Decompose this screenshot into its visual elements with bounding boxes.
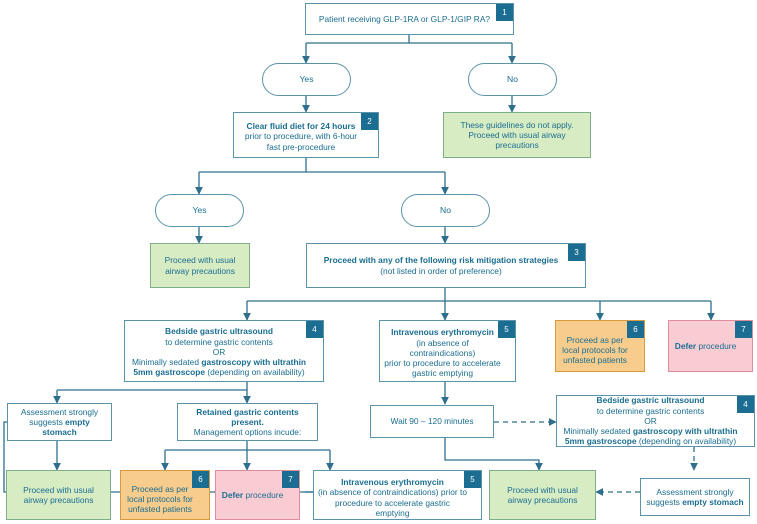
node-5b-badge: 5 — [464, 471, 481, 488]
empty-right-line1: Assessment strongly — [656, 486, 734, 497]
node-usual-airway-precautions-3[interactable]: Proceed with usual airway precautions — [489, 470, 596, 520]
node-risk-mitigation-strategies[interactable]: Proceed with any of the following risk m… — [306, 243, 586, 288]
node-6b-line2: local protocols for — [127, 493, 193, 504]
node-2-line2: prior to procedure, with 6-hour — [244, 131, 358, 142]
wait-label: Wait 90 – 120 minutes — [390, 416, 474, 427]
node-4b-badge: 4 — [737, 396, 754, 413]
node-wait-90-120-minutes[interactable]: Wait 90 – 120 minutes — [370, 405, 494, 438]
node-guidelines-do-not-apply[interactable]: These guidelines do not apply. Proceed w… — [443, 112, 591, 158]
node-5a-line1: Intravenous erythromycin — [391, 327, 494, 338]
node-1-text: Patient receiving GLP-1RA or GLP-1/GIP R… — [318, 13, 491, 24]
node-6b-line3: unfasted patients — [128, 504, 192, 515]
node-5b-line3: procedure to accelerate gastric emptying — [335, 497, 450, 518]
node-assessment-empty-stomach-left[interactable]: Assessment strongly suggests empty stoma… — [7, 403, 112, 441]
node-5a-line2: (in absence of contraindications) — [409, 337, 476, 358]
node-4a-line5: 5mm gastroscope (depending on availabili… — [133, 367, 305, 378]
usual3-line1: Proceed with usual — [507, 484, 578, 495]
node-6a-badge: 6 — [627, 321, 644, 338]
node-4a-line4: Minimally sedated gastroscopy with ultra… — [131, 357, 307, 368]
node-4a-badge: 4 — [306, 321, 323, 338]
node-2-line1: Clear fluid diet for 24 hours — [246, 121, 356, 132]
retained-line2: Management options incude: — [193, 427, 302, 438]
node-5b-line2: (in absence of contraindications) prior … — [318, 487, 467, 498]
node-5a-line3: prior to procedure to accelerate — [384, 358, 501, 369]
decision-yes-1[interactable]: Yes — [262, 63, 351, 96]
usual2-line2: airway precautions — [23, 495, 94, 505]
node-2-badge: 2 — [361, 113, 378, 130]
node-7b-line1: Defer procedure — [221, 489, 284, 500]
node-3-badge: 3 — [568, 244, 585, 261]
node-7b-badge: 7 — [282, 471, 299, 488]
usual3-line2: airway precautions — [507, 495, 578, 505]
node-5b-line1: Intravenous erythromycin — [341, 477, 444, 487]
node-3-line1: Proceed with any of the following risk m… — [323, 255, 559, 266]
node-5a-badge: 5 — [498, 321, 515, 338]
node-6b-badge: 6 — [192, 471, 209, 488]
guidelines-line3: precautions — [495, 140, 539, 151]
node-4b-line1: Bedside gastric ultrasound — [596, 395, 705, 406]
node-bedside-gastric-ultrasound-2[interactable]: Bedside gastric ultrasound to determine … — [556, 395, 755, 447]
node-clear-fluid-diet[interactable]: Clear fluid diet for 24 hours prior to p… — [233, 112, 379, 158]
node-defer-procedure-1[interactable]: Defer procedure 7 — [668, 320, 753, 372]
node-patient-receiving-glp1ra[interactable]: Patient receiving GLP-1RA or GLP-1/GIP R… — [305, 3, 514, 35]
node-3-line2: (not listed in order of preference) — [380, 265, 502, 276]
node-bedside-gastric-ultrasound-1[interactable]: Bedside gastric ultrasound to determine … — [124, 320, 324, 382]
node-4b-line3: OR — [644, 415, 657, 426]
decision-yes-1-label: Yes — [299, 74, 314, 85]
usual1-line1: Proceed with usual — [164, 255, 236, 266]
node-2-line3: fast pre-procedure — [266, 141, 336, 152]
node-usual-airway-precautions-1[interactable]: Proceed with usual airway precautions — [150, 243, 250, 288]
node-7a-badge: 7 — [735, 321, 752, 338]
node-4b-line5: 5mm gastroscope (depending on availabili… — [564, 436, 737, 447]
retained-line1: Retained gastric contents present. — [196, 406, 299, 427]
node-7a-line1: Defer procedure — [674, 340, 737, 351]
decision-yes-2[interactable]: Yes — [155, 194, 244, 227]
node-6b-line1: Proceed as per — [131, 483, 189, 494]
decision-no-2-label: No — [440, 205, 451, 216]
node-5a-line4: gastric emptying — [412, 368, 473, 379]
node-6a-line1: Proceed as per — [566, 334, 624, 345]
node-assessment-empty-stomach-right[interactable]: Assessment strongly suggests empty stoma… — [640, 478, 750, 516]
empty-left-line1: Assessment strongly — [20, 406, 99, 417]
node-local-protocols-unfasted-2[interactable]: Proceed as per local protocols for unfas… — [120, 470, 210, 520]
node-4a-line1: Bedside gastric ultrasound — [165, 326, 273, 337]
node-4a-line2: to determine gastric contents — [165, 336, 273, 347]
empty-left-line2: suggests empty stomach — [29, 416, 90, 438]
node-defer-procedure-2[interactable]: Defer procedure 7 — [215, 470, 300, 520]
node-usual-airway-precautions-2[interactable]: Proceed with usual airway precautions — [6, 470, 111, 520]
node-6a-line3: unfasted patients — [563, 355, 627, 366]
node-iv-erythromycin-2[interactable]: Intravenous erythromycin (in absence of … — [313, 470, 482, 520]
node-4b-line4: Minimally sedated gastroscopy with ultra… — [563, 426, 738, 437]
guidelines-line1: These guidelines do not apply. — [460, 119, 574, 130]
node-retained-gastric-contents[interactable]: Retained gastric contents present. Manag… — [177, 403, 318, 441]
decision-no-1-label: No — [507, 74, 518, 85]
node-local-protocols-unfasted-1[interactable]: Proceed as per local protocols for unfas… — [555, 320, 645, 372]
decision-no-1[interactable]: No — [468, 63, 557, 96]
node-1-badge: 1 — [496, 4, 513, 21]
decision-no-2[interactable]: No — [401, 194, 490, 227]
usual2-line1: Proceed with usual — [23, 484, 94, 495]
node-iv-erythromycin-1[interactable]: Intravenous erythromycin (in absence of … — [379, 320, 516, 382]
node-6a-line2: local protocols for — [562, 344, 628, 355]
decision-yes-2-label: Yes — [192, 205, 207, 216]
usual1-line2: airway precautions — [165, 265, 235, 276]
empty-right-line2: suggests empty stomach — [646, 497, 744, 507]
guidelines-line2: Proceed with usual airway — [468, 129, 566, 140]
node-4a-line3: OR — [212, 346, 226, 357]
node-4b-line2: to determine gastric contents — [596, 405, 705, 416]
